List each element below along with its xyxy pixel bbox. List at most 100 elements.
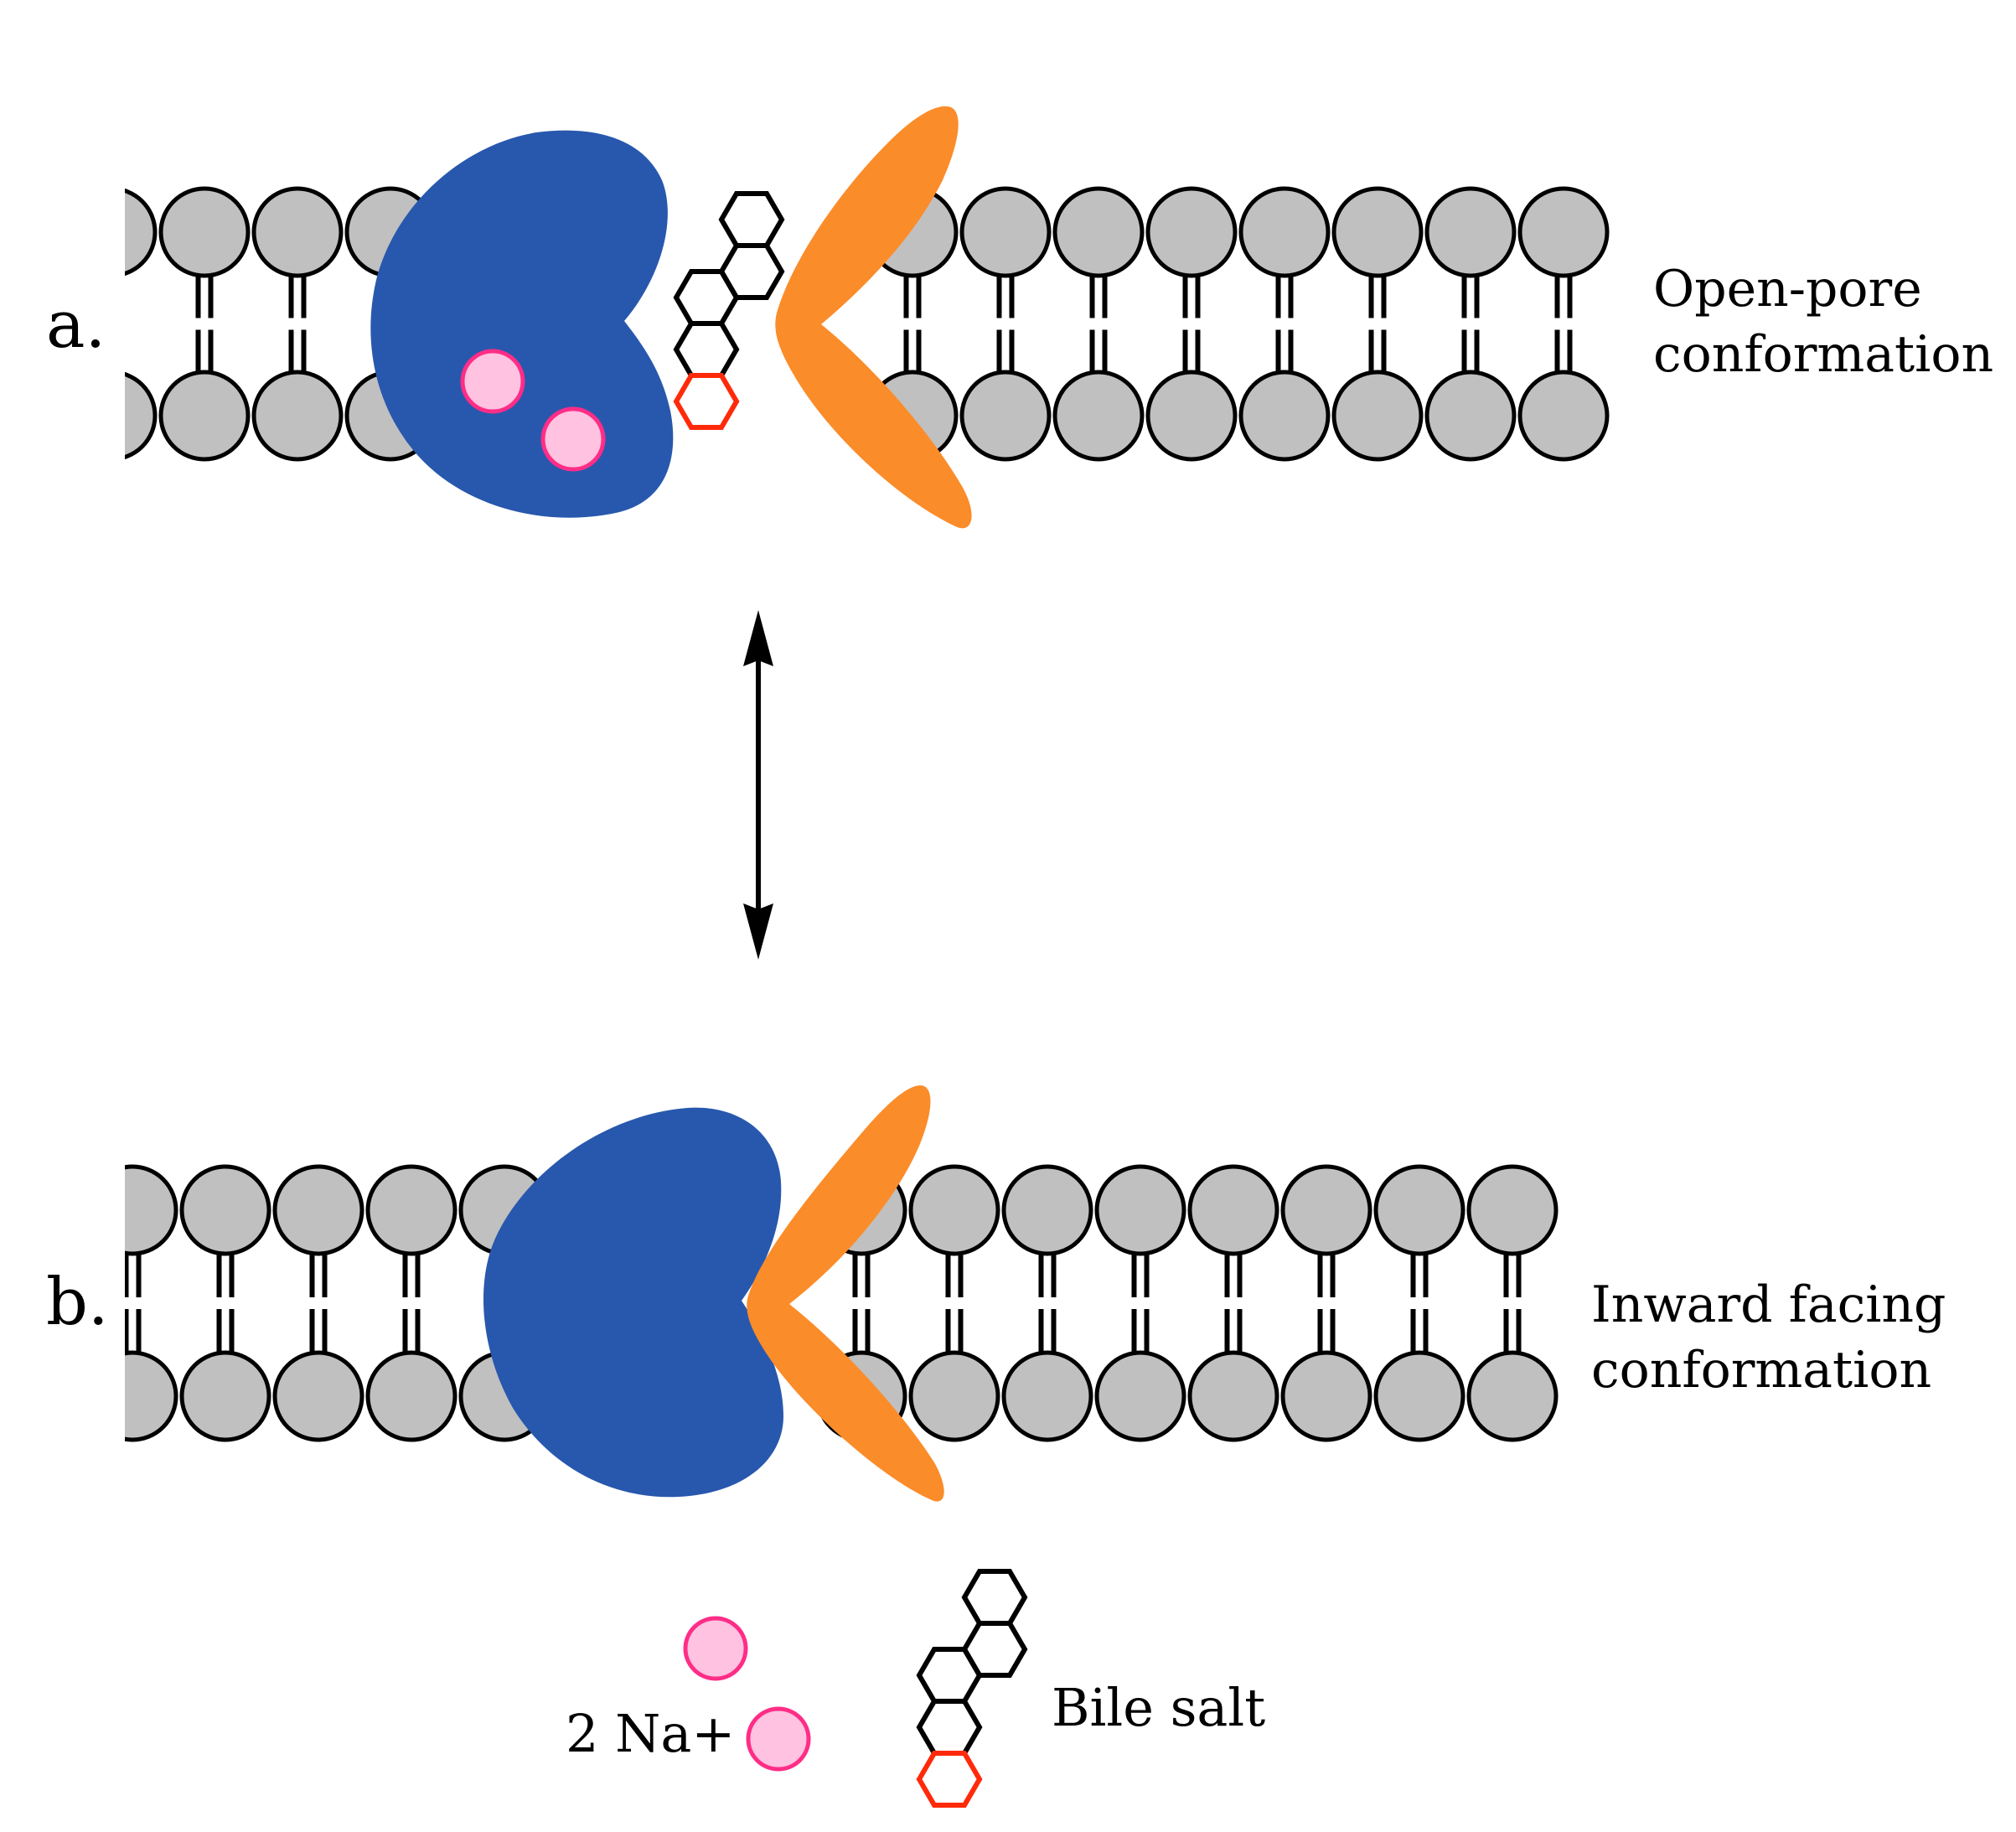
- lipid-head: [1517, 186, 1610, 278]
- lipid-head: [1466, 1164, 1559, 1256]
- lipid-head: [125, 1164, 178, 1256]
- lipid: [1466, 1164, 1559, 1442]
- sodium-ion: [460, 349, 525, 414]
- lipid-head: [158, 370, 251, 462]
- lipid: [1094, 1164, 1186, 1442]
- lipid: [1331, 186, 1424, 462]
- panel-domain-a: [775, 106, 972, 529]
- lipid: [1052, 186, 1145, 462]
- conformation-label-a-line2: conformation: [1653, 325, 1993, 384]
- lipid-head: [1280, 1350, 1372, 1442]
- legend: 2 Na+ Bile salt: [566, 1569, 1265, 1808]
- lipid-head: [1331, 370, 1424, 462]
- lipid-head: [251, 370, 344, 462]
- legend-sodium-label: 2 Na+: [566, 1703, 735, 1764]
- lipid-head: [158, 186, 251, 278]
- lipid: [1001, 1164, 1093, 1442]
- arrow-head-down-icon: [743, 903, 773, 960]
- sodium-ion: [683, 1616, 748, 1681]
- lipid-head: [1424, 186, 1517, 278]
- lipid-head: [1145, 186, 1238, 278]
- bile-salt-ring: [673, 269, 740, 326]
- bile-salt-ring: [916, 1647, 983, 1704]
- bile-salt-molecule-a: [673, 191, 785, 430]
- lipid-head: [908, 1164, 1000, 1256]
- bile-salt-ring: [916, 1699, 983, 1756]
- conformation-label-a-line1: Open-pore: [1653, 260, 1922, 318]
- lipid: [1187, 1164, 1279, 1442]
- lipid: [251, 186, 344, 462]
- conformation-label-b-line2: conformation: [1591, 1341, 1931, 1400]
- lipid-head: [1331, 186, 1424, 278]
- lipid-head: [1094, 1350, 1186, 1442]
- conformation-label-b-line1: Inward facing: [1591, 1276, 1946, 1334]
- lipid-head: [179, 1164, 271, 1256]
- lipid: [365, 1164, 457, 1442]
- lipid-head: [1001, 1164, 1093, 1256]
- lipid: [125, 188, 158, 460]
- bile-salt-ring: [961, 1569, 1028, 1626]
- lipid: [125, 1164, 178, 1442]
- panel-a-open-pore: a. Open-pore conformation: [46, 106, 1993, 529]
- lipid-head: [1238, 370, 1331, 462]
- bile-salt-acid-ring: [673, 373, 740, 430]
- panel-b-inward-facing: b. Inward facing conformation: [46, 1085, 1946, 1502]
- lipid-head: [179, 1350, 271, 1442]
- panel-label-a: a.: [46, 287, 106, 363]
- bile-salt-ring: [673, 321, 740, 378]
- lipid-head: [1094, 1164, 1186, 1256]
- lipid-head: [1373, 1164, 1465, 1256]
- lipid: [1517, 186, 1610, 462]
- lipid-head: [1187, 1350, 1279, 1442]
- legend-bile-salt-icon: [916, 1569, 1028, 1808]
- lipid-head: [959, 370, 1052, 462]
- lipid-bilayer-b: [125, 1164, 1559, 1442]
- lipid-head: [1187, 1164, 1279, 1256]
- lipid-head: [908, 1350, 1000, 1442]
- lipid: [1280, 1164, 1372, 1442]
- bile-salt-ring: [718, 191, 785, 248]
- lipid-head: [1052, 186, 1145, 278]
- lipid-head: [365, 1350, 457, 1442]
- lipid-head: [1280, 1164, 1372, 1256]
- lipid-head: [959, 186, 1052, 278]
- lipid-head: [1145, 370, 1238, 462]
- sodium-ion: [540, 406, 606, 472]
- lipid-head: [251, 186, 344, 278]
- lipid: [908, 1164, 1000, 1442]
- lipid: [1373, 1164, 1465, 1442]
- lipid: [158, 186, 251, 462]
- lipid: [1145, 186, 1238, 462]
- lipid: [1424, 186, 1517, 462]
- lipid-head: [365, 1164, 457, 1256]
- lipid-head: [272, 1164, 364, 1256]
- lipid-head: [125, 1350, 178, 1442]
- arrow-head-up-icon: [743, 610, 773, 666]
- lipid: [179, 1164, 271, 1442]
- lipid-head: [1517, 370, 1610, 462]
- core-domain-b: [483, 1107, 783, 1498]
- sodium-ion: [746, 1706, 811, 1772]
- lipid-head: [1052, 370, 1145, 462]
- panel-label-b: b.: [46, 1265, 109, 1340]
- core-domain-a: [370, 130, 674, 518]
- legend-bile-salt-label: Bile salt: [1052, 1677, 1265, 1738]
- legend-sodium-ions: [683, 1616, 811, 1772]
- lipid: [959, 186, 1052, 462]
- lipid-head: [1466, 1350, 1559, 1442]
- lipid-head: [125, 188, 158, 277]
- sodium-ions-bound-a: [460, 349, 606, 472]
- lipid: [272, 1164, 364, 1442]
- lipid-head: [1424, 370, 1517, 462]
- lipid-head: [1373, 1350, 1465, 1442]
- double-headed-arrow-icon: [743, 610, 773, 960]
- lipid-head: [272, 1350, 364, 1442]
- lipid-head: [1001, 1350, 1093, 1442]
- lipid-head: [125, 371, 158, 460]
- lipid-head: [1238, 186, 1331, 278]
- bile-salt-acid-ring: [916, 1751, 983, 1808]
- panel-domain-b: [747, 1085, 944, 1502]
- lipid: [1238, 186, 1331, 462]
